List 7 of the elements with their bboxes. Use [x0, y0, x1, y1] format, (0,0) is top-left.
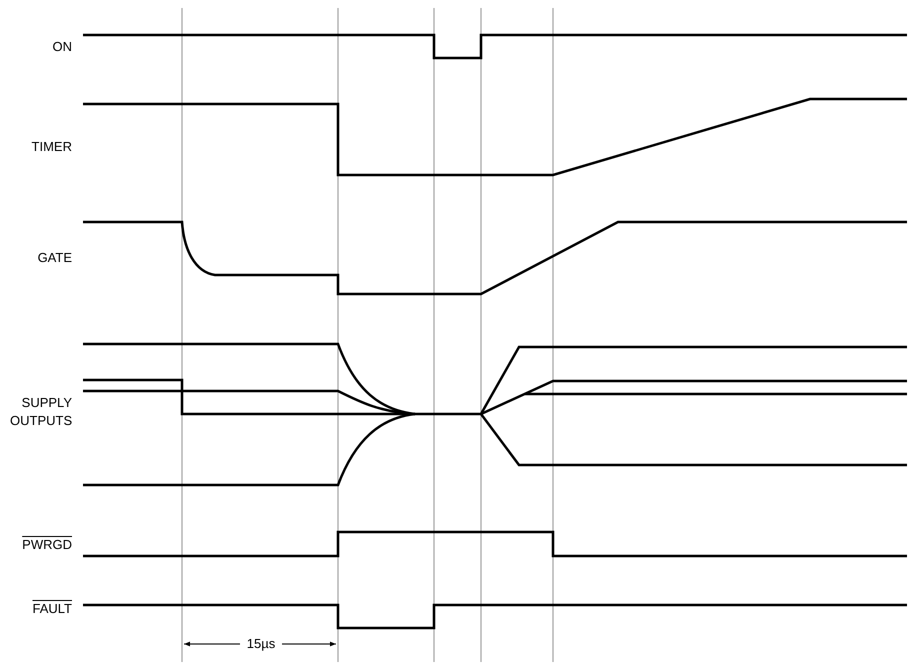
signal-label: TIMER	[30, 138, 72, 156]
signal-label: GATE	[36, 249, 72, 267]
dimension-label: 15µs	[246, 635, 276, 653]
signal-label: FAULT	[32, 600, 72, 618]
signal-label: SUPPLY OUTPUTS	[10, 394, 72, 430]
signal-label: PWRGD	[21, 536, 72, 554]
signal-label: ON	[52, 38, 72, 56]
